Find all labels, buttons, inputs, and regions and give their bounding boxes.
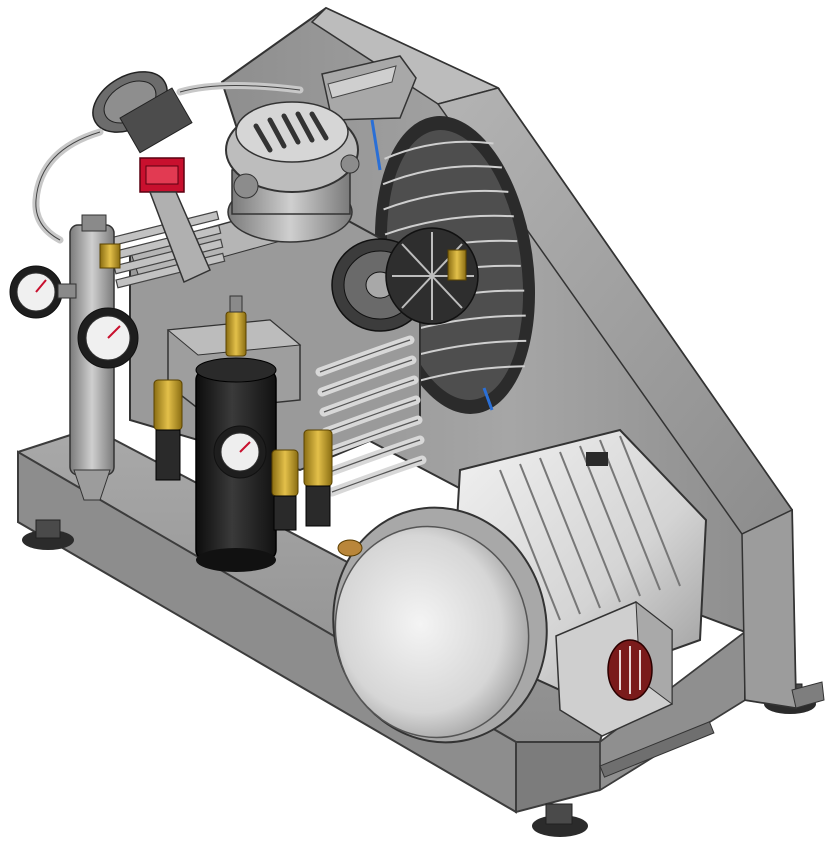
check-valve-brass-left: [99, 243, 121, 269]
brass-fitting-flywheel: [447, 249, 467, 281]
motor-mount-bolt: [337, 539, 363, 557]
flywheel-hub: [331, 227, 479, 332]
cylinder-head-top: [225, 101, 360, 243]
motor-end-cap: [332, 506, 548, 744]
drain-valve-middle: [271, 449, 299, 531]
valve-head-left: [92, 71, 211, 284]
foot-front-left: [22, 519, 74, 550]
motor-eyebolt: [586, 452, 608, 466]
drain-valve-left: [153, 379, 183, 481]
accent-blue-line-top: [370, 119, 382, 171]
pressure-gauge-upper: [9, 265, 77, 319]
pressure-gauge-lower: [77, 307, 139, 369]
brass-fitting-top: [225, 295, 247, 357]
filter-pressure-gauge: [213, 425, 267, 479]
drain-valve-right: [303, 429, 333, 527]
motor-junction-box: [555, 600, 673, 737]
foot-front-right: [532, 803, 588, 837]
accent-blue-line-bottom: [482, 387, 494, 411]
